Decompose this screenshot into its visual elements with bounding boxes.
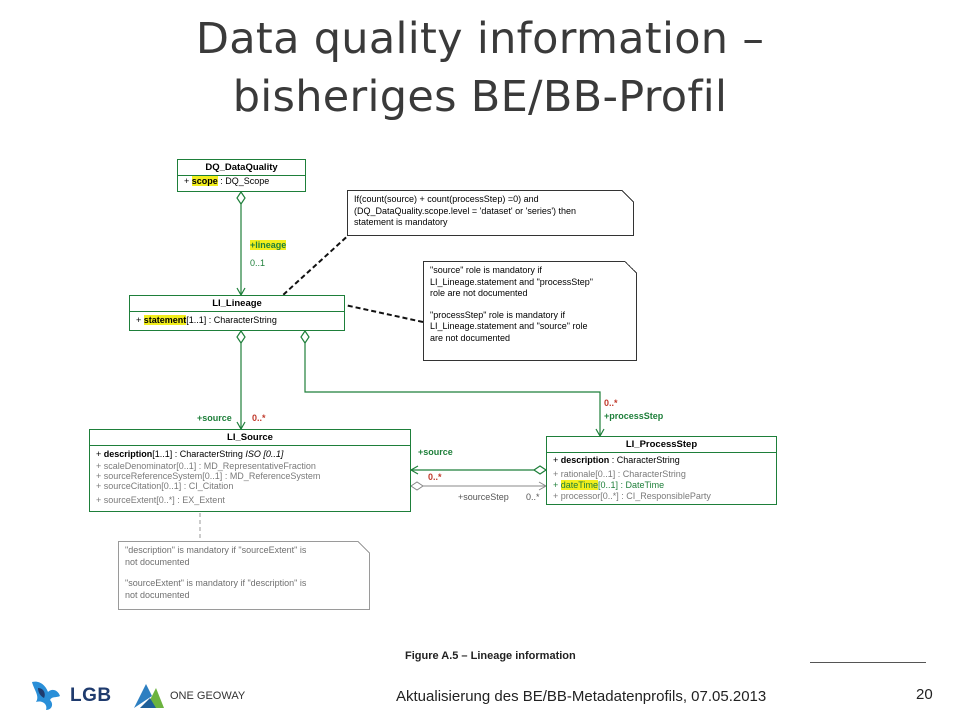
role-source-label: +source (197, 413, 232, 423)
one-geoway-logo: ONE GEOWAY (130, 678, 280, 714)
note-line: "source" role is mandatory if (430, 265, 542, 275)
figure-caption: Figure A.5 – Lineage information (405, 650, 576, 662)
page-number: 20 (916, 686, 933, 703)
slide-title-line1: Data quality information – (195, 14, 765, 64)
note-line: LI_Lineage.statement and "source" role (430, 321, 588, 331)
class-dq-dataquality: DQ_DataQuality + scope : DQ_Scope (177, 159, 306, 192)
mult-assoc-source-label: 0..* (428, 472, 442, 482)
note-line: LI_Lineage.statement and "processStep" (430, 276, 593, 287)
note-fold-icon (622, 190, 634, 202)
aggregation-diamond-source (236, 329, 246, 345)
note-line: statement is mandatory (354, 217, 448, 227)
attr-source-extent: + sourceExtent[0..*] : EX_Extent (96, 494, 225, 505)
class-name: DQ_DataQuality (178, 160, 305, 176)
lgb-logo: LGB (28, 676, 118, 714)
role-lineage-label: +lineage (250, 240, 287, 250)
mult-source-label: 0..* (252, 413, 266, 423)
slide-title-line2: bisheriges BE/BB-Profil (232, 72, 728, 122)
attr-datetime: + dateTime[0..1] : DateTime (553, 480, 665, 490)
mult-assoc-step-label: 0..* (526, 492, 540, 502)
mult-lineage-label: 0..1 (250, 258, 266, 268)
note-line: "description" is mandatory if "sourceExt… (125, 545, 307, 555)
attr-rationale: + rationale[0..1] : CharacterString (553, 468, 686, 479)
slide-title: Data quality information – bisheriges BE… (0, 10, 960, 126)
arrow-step-source (409, 465, 419, 475)
attr-scope: + scope : DQ_Scope (184, 176, 270, 186)
note-line: not documented (125, 589, 190, 600)
attr-source-reference-system: + sourceReferenceSystem[0..1] : MD_Refer… (96, 471, 321, 481)
role-processstep-label: +processStep (604, 411, 664, 421)
note2-connector (344, 304, 424, 323)
note-line: (DQ_DataQuality.scope.level = 'dataset' … (354, 205, 577, 216)
footnote-rule (810, 662, 926, 663)
class-name: LI_Lineage (130, 296, 344, 312)
note-fold-icon (358, 541, 370, 553)
geoway-logo-text: ONE GEOWAY (170, 690, 246, 702)
attr-statement: + statement[1..1] : CharacterString (136, 315, 277, 325)
note-line: "sourceExtent" is mandatory if "descript… (125, 578, 307, 588)
role-assoc-step-label: +sourceStep (458, 492, 509, 502)
attr-processor: + processor[0..*] : CI_ResponsibleParty (553, 490, 711, 501)
aggregation-diamond-step (300, 329, 310, 345)
attr-scale-denominator: + scaleDenominator[0..1] : MD_Representa… (96, 460, 316, 471)
attr-source-citation: + sourceCitation[0..1] : CI_Citation (96, 481, 234, 491)
slide-footer: Aktualisierung des BE/BB-Metadatenprofil… (396, 688, 767, 705)
constraint-note-roles: "source" role is mandatory if LI_Lineage… (423, 261, 637, 361)
geoway-mark-icon (134, 684, 164, 708)
mult-processstep-label: 0..* (604, 398, 618, 408)
class-li-processstep: LI_ProcessStep + description : Character… (546, 436, 777, 505)
attr-description: + description[1..1] : CharacterString IS… (96, 449, 284, 459)
assoc-lineage-step (304, 343, 601, 436)
class-li-lineage: LI_Lineage + statement[1..1] : Character… (129, 295, 345, 331)
lgb-mark-icon (32, 681, 60, 710)
class-li-source: LI_Source + description[1..1] : Characte… (89, 429, 411, 512)
lgb-logo-text: LGB (70, 685, 112, 706)
note-line: role are not documented (430, 288, 528, 298)
note-fold-icon (625, 261, 637, 273)
note1-connector (282, 231, 353, 296)
class-name: LI_ProcessStep (547, 437, 776, 453)
constraint-note-description: "description" is mandatory if "sourceExt… (118, 541, 370, 610)
role-assoc-source-label: +source (418, 447, 453, 457)
aggregation-diamond-step-source (532, 465, 548, 475)
note-line: not documented (125, 556, 190, 567)
constraint-note-statement: If(count(source) + count(processStep) =0… (347, 190, 634, 236)
class-name: LI_Source (90, 430, 410, 446)
note-line: "processStep" role is mandatory if (430, 309, 565, 320)
aggregation-diamond-source-step (410, 481, 424, 491)
attr-description: + description : CharacterString (553, 455, 680, 465)
note-line: If(count(source) + count(processStep) =0… (354, 194, 539, 204)
note-line: are not documented (430, 332, 511, 343)
aggregation-diamond-dq (236, 190, 246, 206)
